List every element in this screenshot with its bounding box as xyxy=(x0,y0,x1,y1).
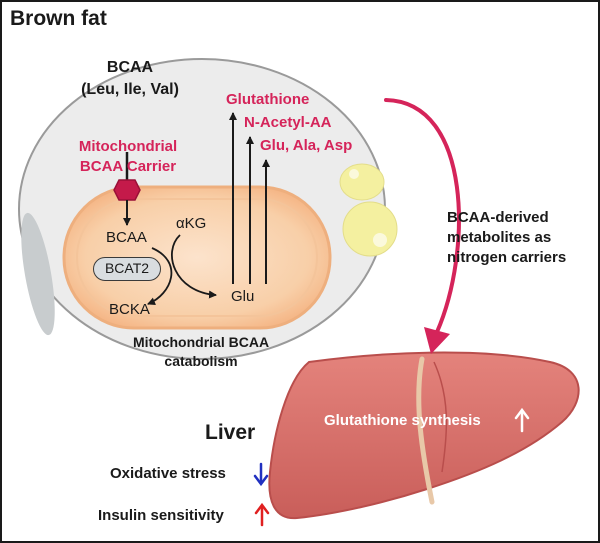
output-glutathione: Glutathione xyxy=(226,91,310,108)
mito-caption-line1: Mitochondrial BCAA xyxy=(132,334,270,350)
oxidative-stress-label: Oxidative stress xyxy=(110,465,226,482)
oxidative-stress-down-arrow xyxy=(253,462,269,487)
transport-arrowhead xyxy=(424,327,450,354)
mito-bcaa: BCAA xyxy=(106,229,147,246)
bcaa-heading: BCAA xyxy=(106,59,154,76)
mitochondrion-inner-membrane xyxy=(76,198,318,317)
output-amino-acids: Glu, Ala, Asp xyxy=(260,137,353,154)
bcat2-label: BCAT2 xyxy=(104,260,150,276)
liver-icon xyxy=(268,351,580,520)
bcaa-to-bcka-arrow xyxy=(147,247,173,305)
transport-label-line2: metabolites as xyxy=(447,229,552,246)
liver-ligament xyxy=(416,356,435,505)
bcat2-pill: BCAT2 xyxy=(93,257,161,281)
lipid-droplets xyxy=(339,163,398,257)
bcaa-types: (Leu, Ile, Val) xyxy=(81,81,179,98)
mito-bcka: BCKA xyxy=(109,301,150,318)
insulin-sensitivity-up-arrow xyxy=(254,502,270,527)
liver-effect-label: Glutathione synthesis xyxy=(324,412,481,429)
transport-arrow xyxy=(384,98,461,334)
glutathione-up-arrow xyxy=(514,407,530,433)
liver-lobe-line xyxy=(433,361,448,473)
mito-akg: αKG xyxy=(176,215,207,232)
carrier-label-line1: Mitochondrial xyxy=(78,138,178,155)
carrier-label-line2: BCAA Carrier xyxy=(79,158,177,175)
cell-nucleus xyxy=(21,212,55,336)
transport-label-line1: BCAA-derived xyxy=(447,209,549,226)
title: Brown fat xyxy=(10,7,107,30)
transport-label-line3: nitrogen carriers xyxy=(447,249,567,266)
mito-caption-line2: catabolism xyxy=(164,353,238,369)
mito-glu: Glu xyxy=(231,288,255,305)
liver-title: Liver xyxy=(205,421,256,444)
carrier-hexagon-icon xyxy=(113,179,141,201)
insulin-sensitivity-label: Insulin sensitivity xyxy=(98,507,224,524)
output-n-acetyl-aa: N-Acetyl-AA xyxy=(244,114,332,131)
akg-to-glu-arrow xyxy=(171,234,217,299)
